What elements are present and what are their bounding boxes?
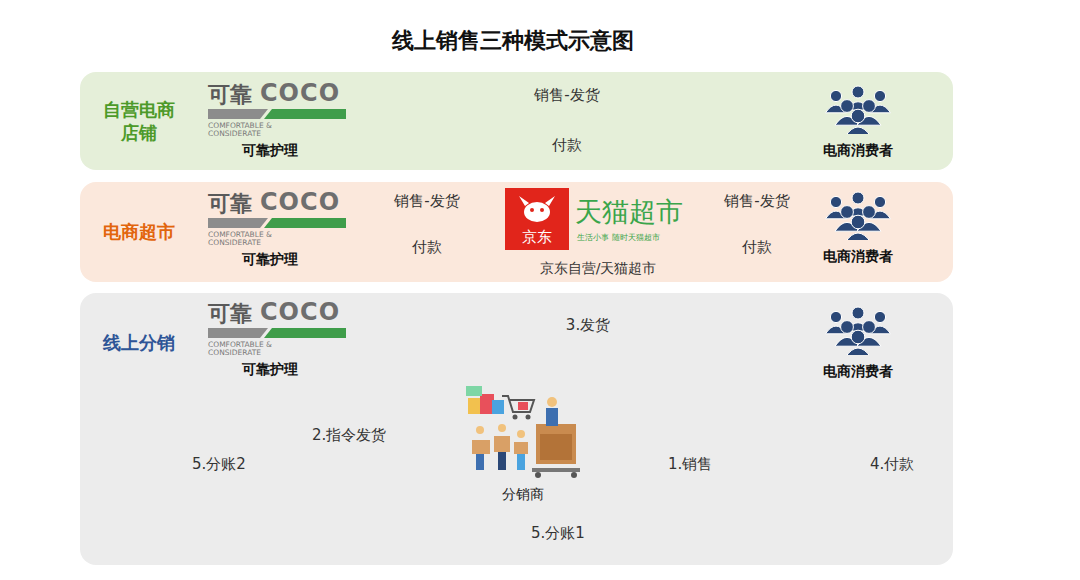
edge-label: 5.分账2 bbox=[192, 455, 246, 474]
logo-bar bbox=[208, 328, 348, 340]
consumer-node: 电商消费者 bbox=[813, 82, 903, 160]
edge-label: 付款 bbox=[552, 136, 582, 155]
logo-chinese: 可靠 bbox=[208, 299, 252, 329]
flow-label: 4.付款 bbox=[870, 455, 914, 474]
tmall-slogan: 生活小事 随时天猫超市 bbox=[577, 232, 660, 243]
tmall-name: 天猫超市 bbox=[575, 194, 683, 230]
logo-bar bbox=[208, 218, 348, 230]
logo-node: 可靠 COCO COMFORTABLE & CONSIDERATE 可靠护理 bbox=[208, 191, 348, 271]
mode-band: 线上分销 可靠 COCO COMFORTABLE & CONSIDERATE 可靠护理 电… bbox=[80, 293, 953, 565]
consumer-label: 电商消费者 bbox=[823, 142, 893, 160]
jd-name: 京东 bbox=[522, 228, 552, 247]
edge-label: 5.分账1 bbox=[531, 524, 585, 543]
consumer-node: 电商消费者 bbox=[813, 188, 903, 266]
consumer-label: 电商消费者 bbox=[823, 248, 893, 266]
logo-chinese: 可靠 bbox=[208, 80, 252, 110]
logo-tagline: COMFORTABLE & CONSIDERATE bbox=[208, 231, 292, 247]
logo-node: 可靠 COCO COMFORTABLE & CONSIDERATE 可靠护理 bbox=[208, 301, 348, 381]
edge-label: 销售-发货 bbox=[534, 86, 599, 105]
logo-word: COCO bbox=[260, 188, 340, 216]
people-icon bbox=[822, 84, 894, 134]
edge-label: 销售-发货 bbox=[724, 192, 789, 211]
logo-node: 可靠 COCO COMFORTABLE & CONSIDERATE 可靠护理 bbox=[208, 82, 348, 162]
logo-word: COCO bbox=[260, 79, 340, 107]
edge-label: 销售-发货 bbox=[394, 192, 459, 211]
distributor-illustration bbox=[458, 378, 588, 486]
market-caption: 京东自营/天猫超市 bbox=[540, 260, 657, 278]
mode-band: 电商超市可靠COCOCOMFORTABLE & CONSIDERATE可靠护理京… bbox=[80, 182, 953, 282]
band-label: 线上分销 bbox=[100, 331, 178, 354]
diagram-title: 线上销售三种模式示意图 bbox=[0, 26, 1026, 56]
logo-tagline: COMFORTABLE & CONSIDERATE bbox=[208, 341, 292, 357]
logo-caption: 可靠护理 bbox=[242, 361, 298, 379]
distributor-label: 分销商 bbox=[502, 486, 544, 504]
logo-word: COCO bbox=[260, 298, 340, 326]
logo-tagline: COMFORTABLE & CONSIDERATE bbox=[208, 122, 292, 138]
market-node: 京东 天猫超市生活小事 随时天猫超市京东自营/天猫超市 bbox=[505, 188, 693, 280]
logo-caption: 可靠护理 bbox=[242, 142, 298, 160]
edge-label: 1.销售 bbox=[668, 455, 712, 474]
band-label: 自营电商店铺 bbox=[100, 98, 178, 145]
people-icon bbox=[822, 190, 894, 240]
mode-band: 自营电商店铺可靠 COCO COMFORTABLE & CONSIDERATE 可靠护… bbox=[80, 72, 953, 170]
logo-bar bbox=[208, 109, 348, 121]
edge-label: 3.发货 bbox=[566, 316, 610, 335]
consumer-node: 电商消费者 bbox=[813, 303, 903, 381]
edge-label: 付款 bbox=[742, 238, 772, 257]
dist-node: 分销商 bbox=[458, 378, 588, 506]
edge-label: 2.指令发货 bbox=[312, 426, 386, 445]
logo-chinese: 可靠 bbox=[208, 189, 252, 219]
edge-label: 付款 bbox=[412, 238, 442, 257]
people-icon bbox=[822, 305, 894, 355]
band-label: 电商超市 bbox=[100, 220, 178, 243]
consumer-label: 电商消费者 bbox=[823, 363, 893, 381]
logo-caption: 可靠护理 bbox=[242, 251, 298, 269]
